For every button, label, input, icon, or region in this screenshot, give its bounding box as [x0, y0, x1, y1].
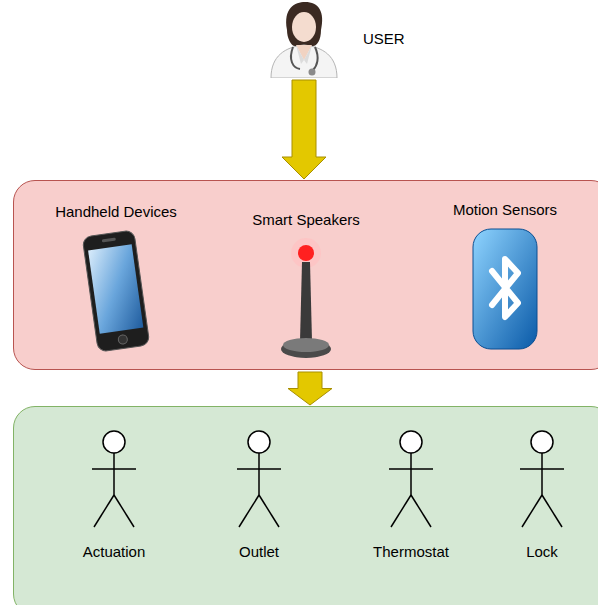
appliance-actor: Actuation — [64, 429, 164, 561]
actor-figure — [512, 429, 572, 533]
node-label: Smart Speakers — [252, 211, 360, 229]
node-label: Handheld Devices — [55, 203, 177, 221]
doctor-icon — [265, 0, 343, 78]
bluetooth-icon — [463, 225, 547, 353]
user-actor: USER — [265, 0, 405, 78]
actor-figure — [381, 429, 441, 533]
node-label: Outlet — [239, 543, 279, 561]
device-node: Smart Speakers — [229, 211, 383, 361]
flow-arrow — [282, 80, 326, 179]
appliance-actor: Thermostat — [361, 429, 461, 561]
speaker-icon — [276, 235, 336, 361]
actor-figure — [84, 429, 144, 533]
flow-arrow — [288, 372, 332, 405]
node-label: Lock — [526, 543, 558, 561]
node-label: Motion Sensors — [453, 201, 557, 219]
appliance-actor: Outlet — [209, 429, 309, 561]
node-label: USER — [363, 30, 405, 48]
device-node: Motion Sensors — [426, 201, 584, 353]
device-node: Handheld Devices — [31, 203, 201, 355]
phone-icon — [74, 227, 158, 355]
node-label: Actuation — [83, 543, 146, 561]
appliance-band: Actuation Outlet Thermostat Lock — [13, 406, 598, 605]
appliance-actor: Lock — [492, 429, 592, 561]
device-band: Handheld Devices Smart Speakers Motion Sen… — [13, 180, 598, 370]
node-label: Thermostat — [373, 543, 449, 561]
actor-figure — [229, 429, 289, 533]
